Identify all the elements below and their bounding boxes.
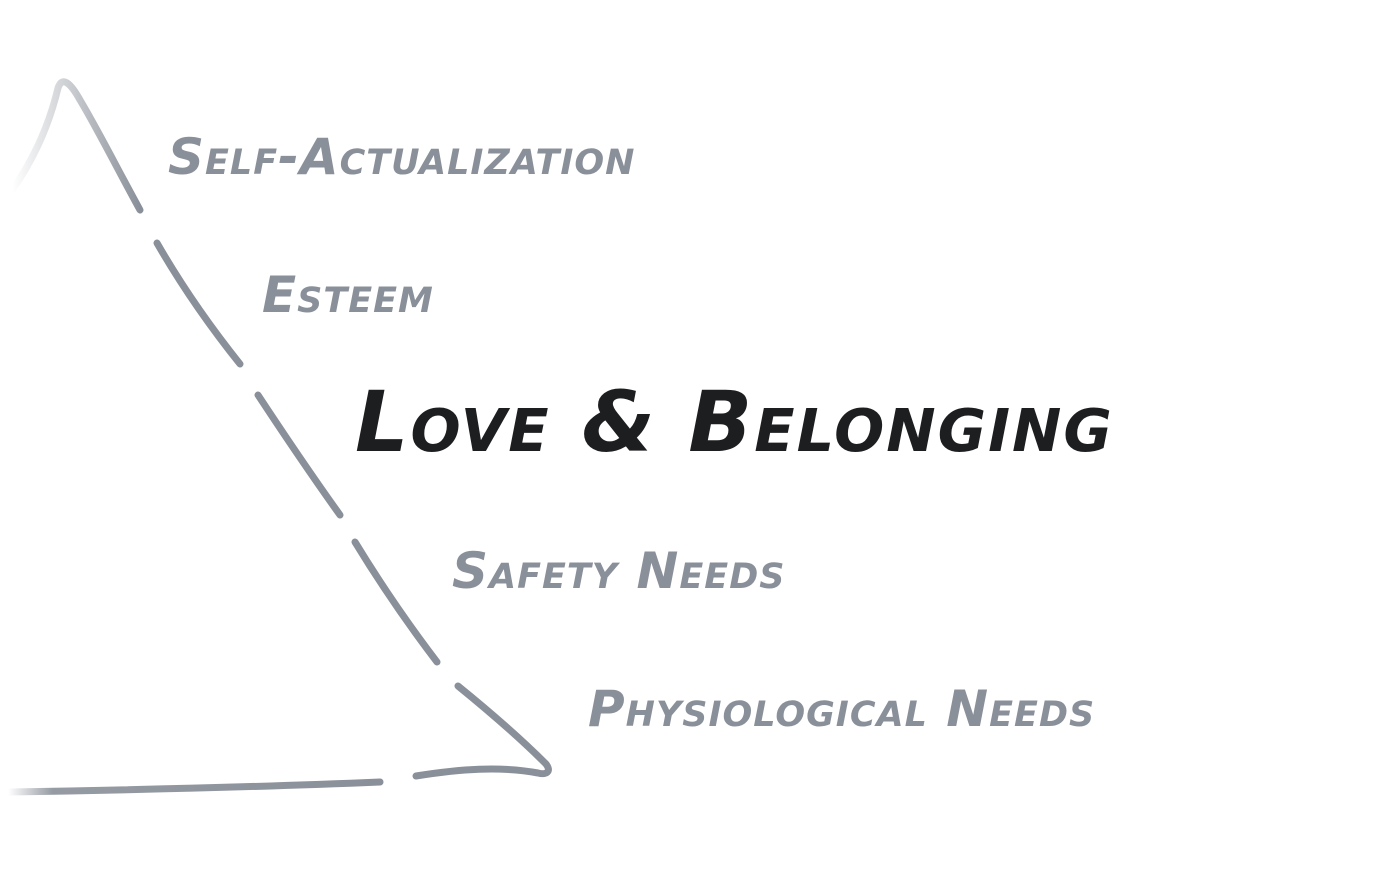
level-label-love-belonging: Love & Belonging xyxy=(355,373,1114,471)
pyramid-side-segment xyxy=(351,538,441,666)
pyramid-side-segment xyxy=(153,239,244,368)
pyramid-side-segment xyxy=(254,391,344,519)
level-label-self-actualization: Self-Actualization xyxy=(168,128,636,186)
pyramid-corner-stroke xyxy=(412,682,552,780)
level-label-physiological-needs: Physiological Needs xyxy=(588,680,1096,738)
pyramid-apex-stroke xyxy=(8,78,144,214)
pyramid-base-stroke xyxy=(4,778,384,796)
level-label-esteem: Esteem xyxy=(262,266,434,324)
level-label-safety-needs: Safety Needs xyxy=(452,542,786,600)
